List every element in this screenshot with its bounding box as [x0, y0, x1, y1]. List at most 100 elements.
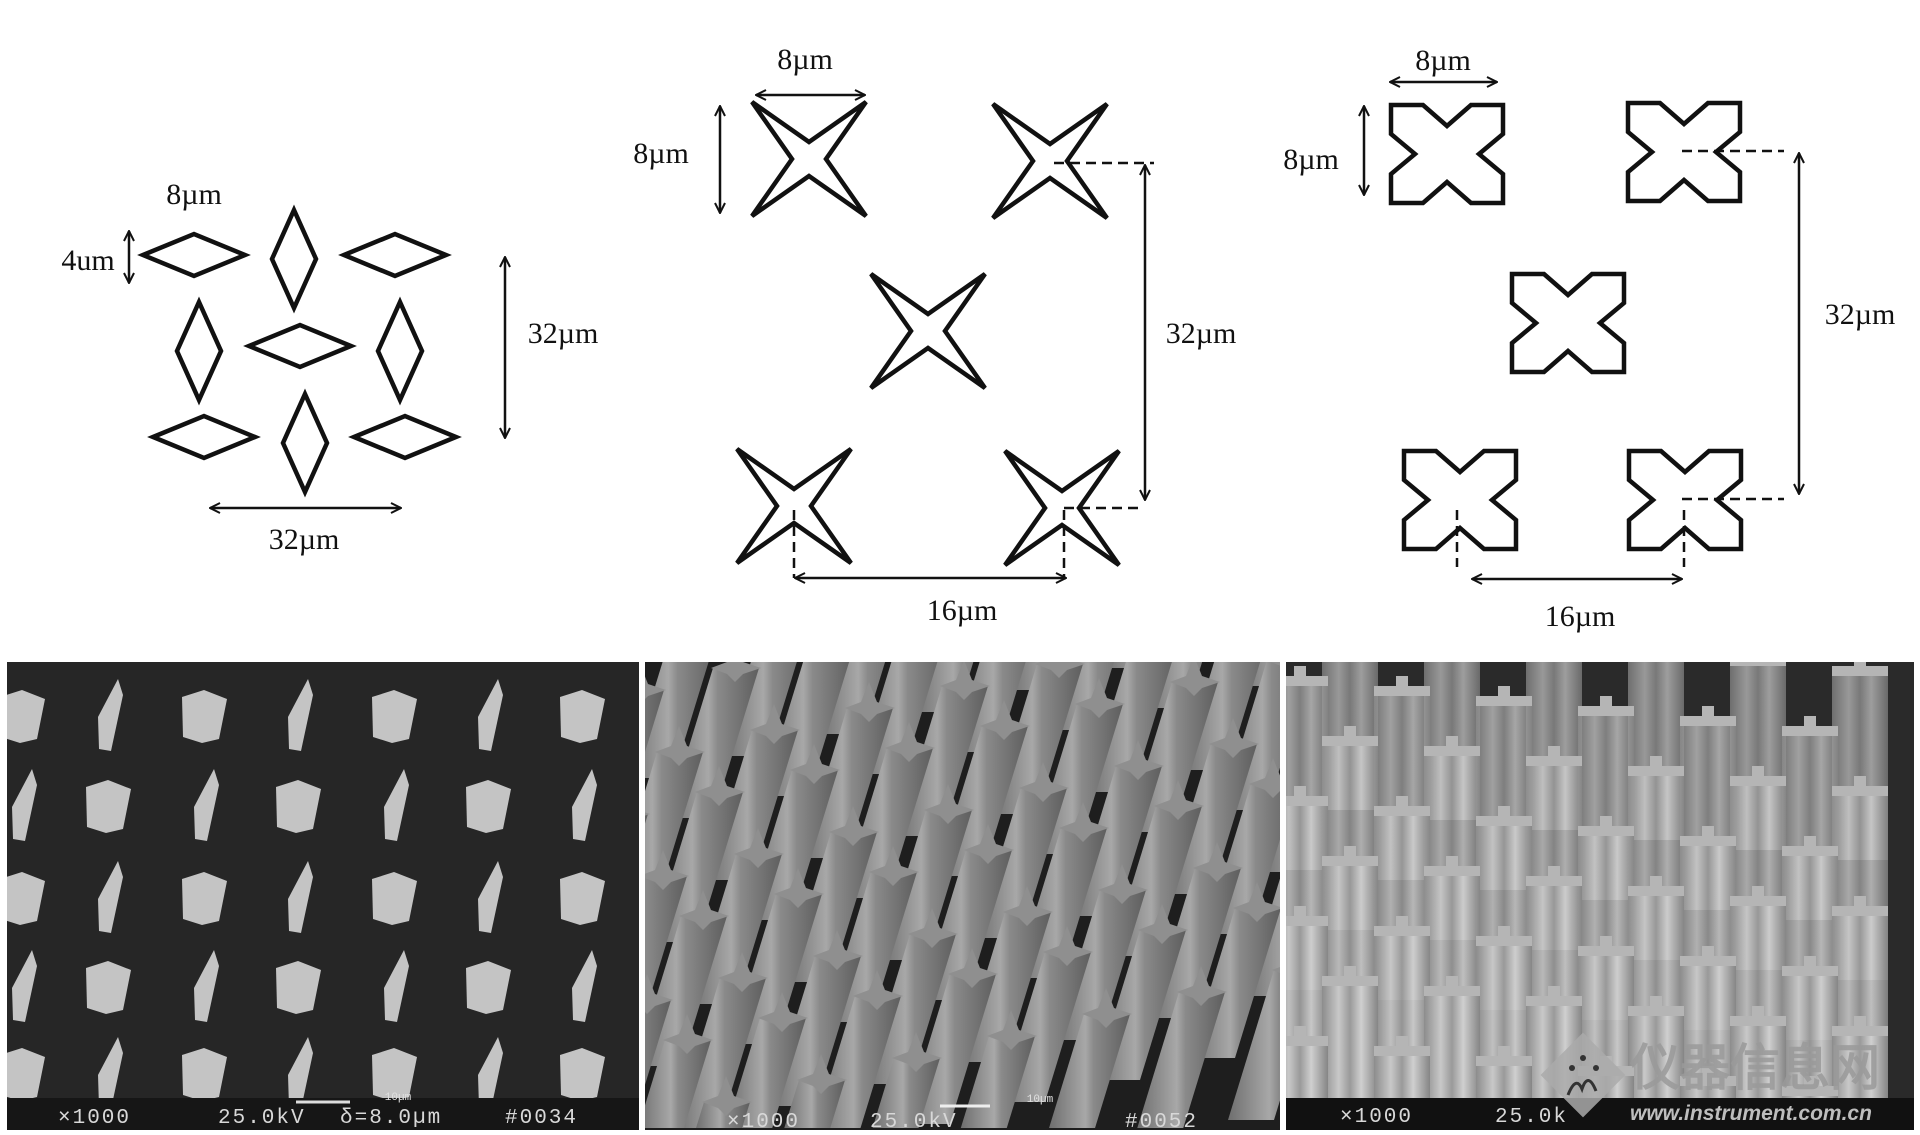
pillar-star-top — [766, 580, 816, 620]
sem-star-pillar — [645, 974, 673, 1085]
pillar-cross-top — [1286, 786, 1328, 806]
cross-shape — [1626, 448, 1744, 552]
pillar-cross-top — [1374, 676, 1430, 696]
pillar-star-top — [1233, 882, 1280, 922]
diamond-shape — [147, 413, 261, 461]
pillar-star-top — [940, 662, 990, 700]
sem-pillar-side — [288, 861, 313, 933]
sem-pillar-top — [7, 1048, 45, 1101]
cross-height-label: 8µm — [1283, 143, 1339, 176]
pillar-star-top — [1130, 616, 1180, 656]
sem-pillar-side — [478, 679, 503, 751]
pillar-star-top — [645, 850, 689, 890]
pillar-body — [645, 916, 727, 1066]
pillar-cross-top — [1578, 816, 1634, 836]
sem-star-pillar — [696, 1076, 752, 1128]
voltage: 25.0kV — [218, 1107, 306, 1130]
sem-image-star-pillars: 10µm ×1000 25.0kV #0052 — [645, 470, 1384, 1134]
vertical-pitch-label: 32µm — [528, 317, 599, 350]
sem-image-diamond-pillars: 10µm ×1000 25.0kV δ=8.0µm #0034 — [7, 662, 639, 1130]
cross-width-label: 8µm — [1415, 44, 1471, 77]
sem-star-pillar — [674, 952, 768, 1128]
sem-star-pillar — [785, 806, 879, 982]
pillar-star-top — [845, 682, 895, 722]
scale-bar-label: 10µm — [385, 1092, 412, 1104]
pillar-star-top — [1003, 886, 1053, 926]
pillar-star-top — [892, 1032, 942, 1072]
pillar-star-top — [1138, 904, 1188, 944]
pillar-star-top — [1209, 718, 1259, 758]
sem-star-pillar — [959, 886, 1053, 1062]
vertical-pitch-label: 32µm — [1166, 317, 1237, 350]
pillar-star-top — [1043, 926, 1093, 966]
pillar-star-top — [987, 1010, 1037, 1050]
sem-star-pillar — [784, 1054, 847, 1128]
pillar-star-top — [1241, 470, 1291, 510]
sem-star-pillar — [706, 704, 800, 880]
pillar-body — [1165, 744, 1257, 894]
pillar-cross-top — [1526, 746, 1582, 766]
star-width-label: 8µm — [777, 43, 833, 76]
sem-pillar-side — [194, 769, 219, 841]
sem-star-pillar — [1165, 718, 1259, 894]
pillar-star-top — [1075, 678, 1125, 718]
pillar-cross-top — [1424, 856, 1480, 876]
pillar-star-top — [797, 1054, 847, 1094]
sem-star-pillar — [1086, 616, 1180, 792]
pillar-star-top — [695, 766, 745, 806]
pillar-star-top — [1019, 762, 1069, 802]
pillar-cross-top — [1424, 736, 1480, 756]
pillar-cross-top — [1578, 696, 1634, 716]
pillar-cross-top — [1374, 1036, 1430, 1056]
pillar-body — [991, 664, 1083, 814]
pillar-body — [1292, 474, 1384, 624]
pillar-cross-top — [1322, 966, 1378, 986]
pillar-star-top — [1270, 662, 1280, 666]
pillar-cross-top — [1374, 796, 1430, 816]
pillar-body — [1424, 990, 1480, 1128]
spacing-value: δ=8.0µm — [340, 1107, 442, 1130]
pillar-star-top — [924, 784, 974, 824]
diamond-shape — [348, 413, 462, 461]
pillar-body — [801, 708, 893, 858]
pillar-body — [1070, 766, 1162, 916]
sem-pillar-side — [384, 769, 409, 841]
sem-pillar-top — [276, 780, 321, 833]
pillar-cross-top — [1286, 1026, 1328, 1046]
pillar-star-top — [1177, 966, 1227, 1006]
cross-shape — [1388, 102, 1506, 206]
pillar-star-top — [1186, 532, 1236, 572]
pillar-star-top — [1170, 662, 1220, 696]
pillar-star-top — [679, 890, 729, 930]
sem-star-pillar — [1137, 966, 1227, 1128]
pillar-star-top — [813, 930, 863, 970]
scale-bar-label: 10µm — [1027, 1094, 1054, 1106]
sem-pillar-side — [12, 769, 37, 841]
pillar-body — [645, 1000, 671, 1085]
pillar-star-top — [1320, 572, 1370, 612]
image-number: #0034 — [505, 1107, 578, 1130]
sem-star-pillar — [645, 890, 729, 1066]
pillar-body — [769, 956, 861, 1106]
sem-star-pillar — [991, 662, 1085, 814]
star-shape — [750, 100, 868, 218]
image-number: #0052 — [1125, 1111, 1198, 1134]
sem-cross-pillar — [1322, 966, 1378, 1128]
pillar-cross-top — [1730, 766, 1786, 786]
pillar-star-top — [1059, 802, 1109, 842]
sem-star-pillar — [864, 908, 958, 1084]
pillar-cross-top — [1832, 1016, 1888, 1036]
star-shapes — [735, 100, 1121, 567]
cross-shape — [1509, 271, 1627, 375]
pillar-cross-top — [1476, 1046, 1532, 1066]
vertical-pitch-label: 32µm — [1825, 298, 1896, 331]
sem-star-pillar — [1197, 470, 1291, 646]
pillar-star-top — [671, 602, 721, 642]
diamond-shape — [269, 204, 319, 314]
sem-pillar-top — [466, 780, 511, 833]
pillar-cross-top — [1628, 636, 1684, 656]
sem-star-pillar — [896, 662, 990, 836]
pillar-cross-top — [1628, 876, 1684, 896]
diamond-height-label: 4um — [61, 244, 114, 277]
pillar-star-top — [655, 726, 705, 766]
